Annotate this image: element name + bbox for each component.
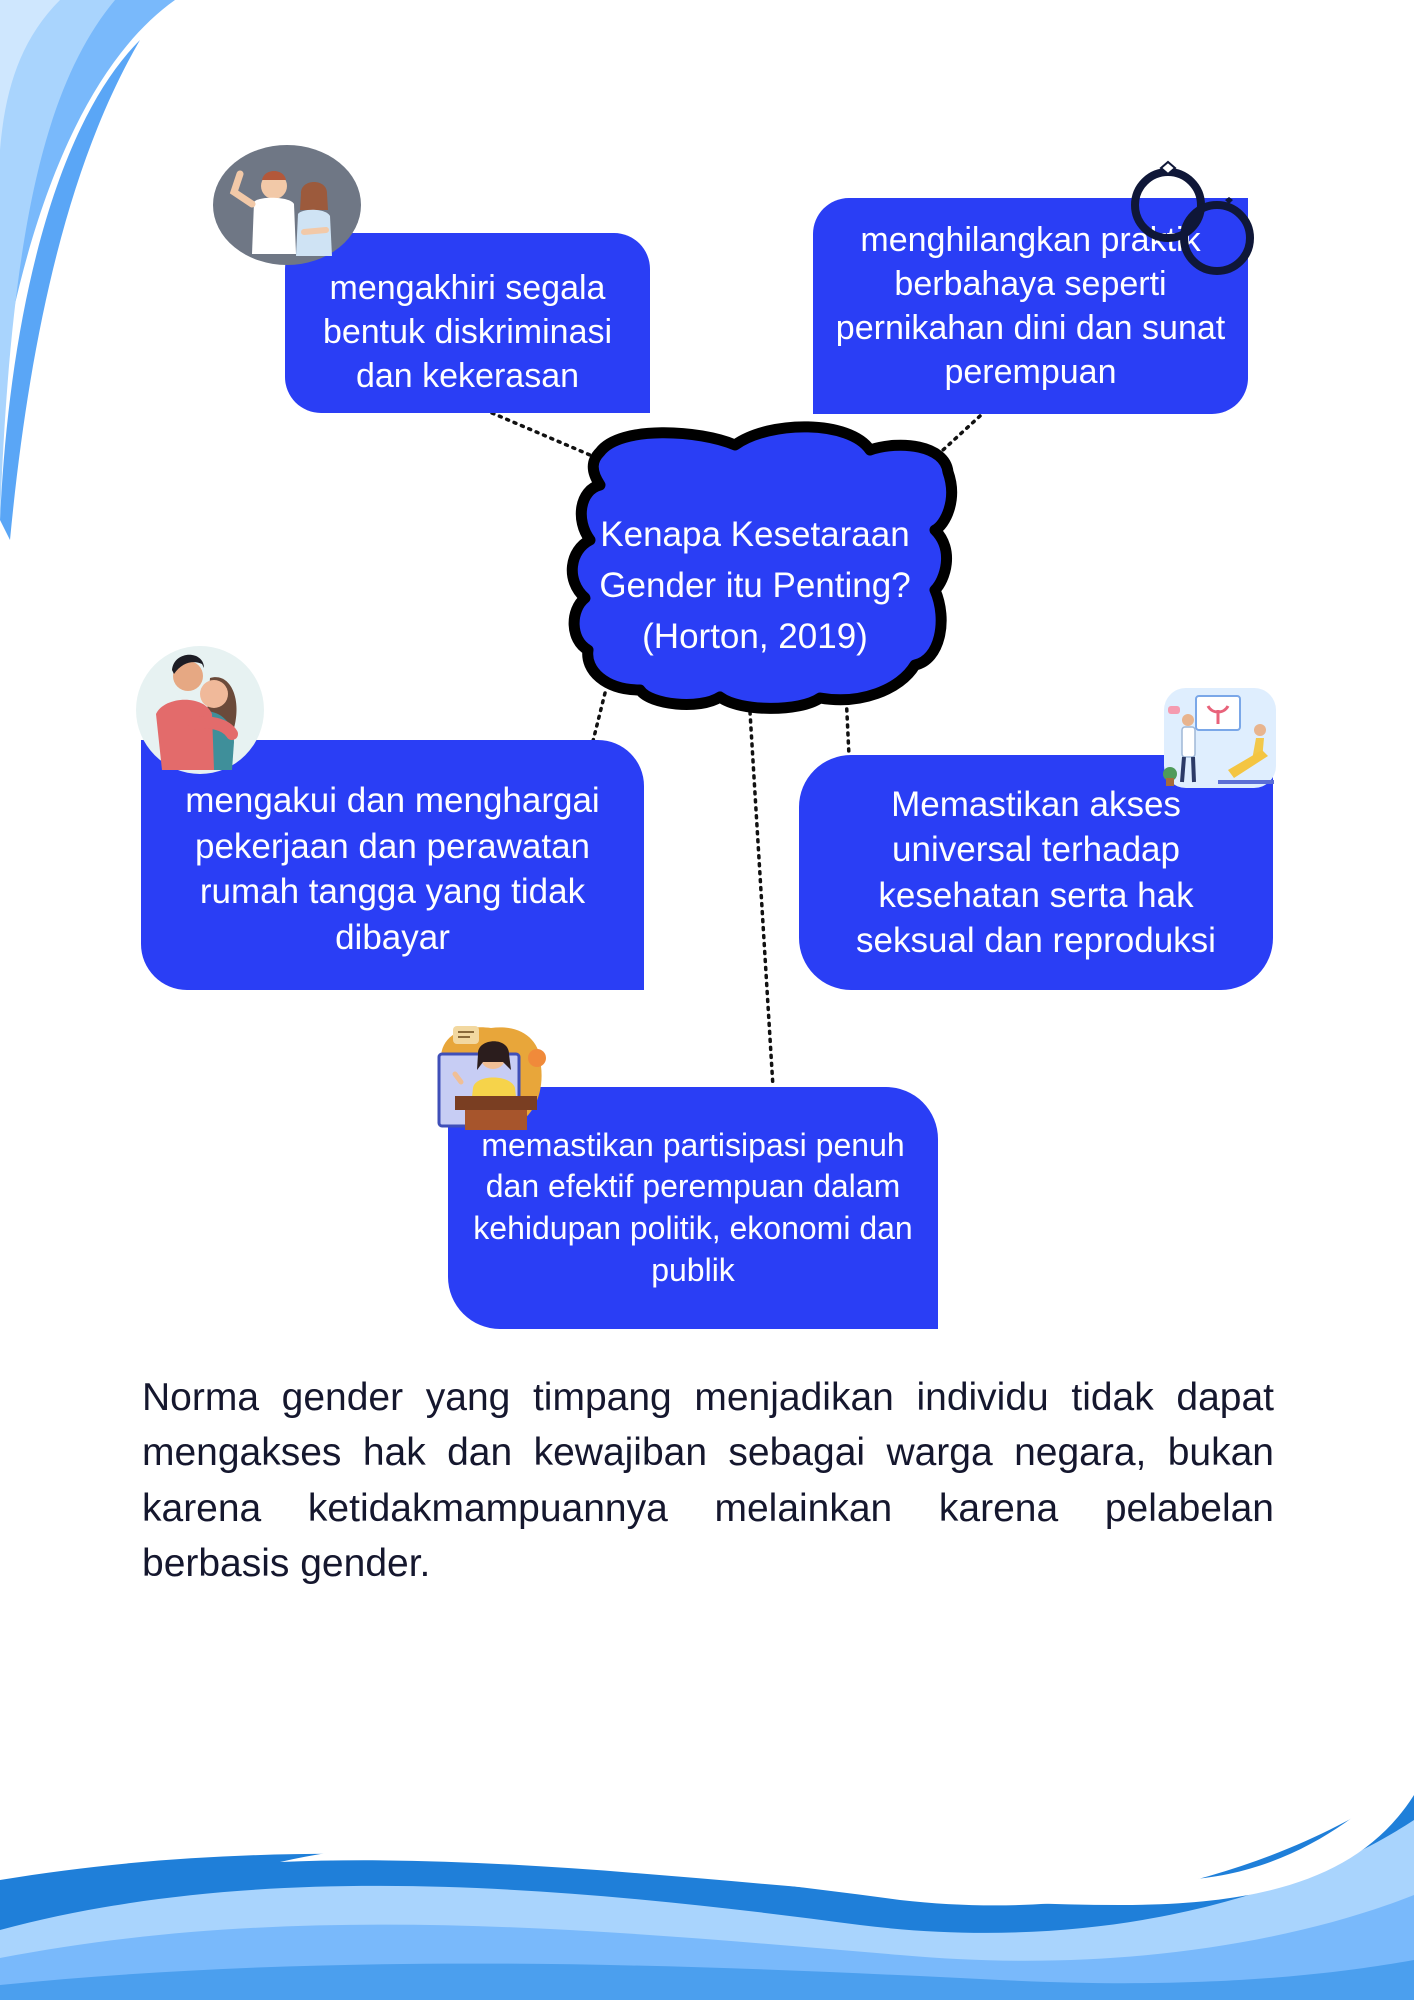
node-end-discrimination: mengakhiri segala bentuk diskriminasi da… xyxy=(285,233,650,413)
node-text-line: bentuk diskriminasi xyxy=(322,312,613,351)
node-value-unpaid-care-work: mengakui dan menghargai pekerjaan dan pe… xyxy=(141,740,644,990)
rings-icon xyxy=(1131,160,1254,275)
node-text-line: Memastikan akses xyxy=(891,784,1181,824)
node-text-line: dan efektif perempuan dalam xyxy=(485,1168,901,1205)
node-text-line: dibayar xyxy=(335,917,450,957)
embracing-couple-illustration xyxy=(136,646,264,774)
node-text-line: mengakhiri segala xyxy=(329,268,606,307)
node-text-line: pernikahan dini dan sunat xyxy=(835,309,1226,347)
node-eliminate-harmful-practices: menghilangkan praktik berbahaya seperti … xyxy=(813,198,1248,414)
node-text-line: berbahaya seperti xyxy=(894,264,1167,303)
center-citation: (Horton, 2019) xyxy=(642,616,868,656)
node-text-line: kehidupan politik, ekonomi dan xyxy=(473,1210,913,1246)
woman-speaker-podium-illustration xyxy=(437,1026,546,1130)
node-text-line: rumah tangga yang tidak xyxy=(199,872,586,911)
couple-conflict-illustration xyxy=(213,145,361,265)
explanation-paragraph: Norma gender yang timpang menjadikan ind… xyxy=(142,1376,1274,1586)
node-text-line: mengakui dan menghargai xyxy=(185,781,600,820)
node-women-participation: memastikan partisipasi penuh dan efektif… xyxy=(448,1087,938,1329)
center-title-line-2: Gender itu Penting? xyxy=(599,565,911,605)
node-text-line: dan kekerasan xyxy=(355,357,580,396)
node-text-line: memastikan partisipasi penuh xyxy=(481,1126,905,1163)
center-topic: Kenapa Kesetaraan Gender itu Penting? (H… xyxy=(580,510,930,660)
node-text-line: universal terhadap xyxy=(892,830,1180,869)
node-text-line: seksual dan reproduksi xyxy=(856,921,1216,960)
node-universal-health-access: Memastikan akses universal terhadap kese… xyxy=(799,755,1273,990)
node-text-line: pekerjaan dan perawatan xyxy=(194,826,590,866)
node-text-line: kesehatan serta hak xyxy=(878,875,1194,915)
doctor-consultation-illustration xyxy=(1163,688,1276,788)
center-cloud-shape xyxy=(566,421,958,714)
node-text-line: perempuan xyxy=(944,353,1117,392)
center-title-line-1: Kenapa Kesetaraan xyxy=(600,515,910,554)
node-text-line: publik xyxy=(651,1251,735,1288)
